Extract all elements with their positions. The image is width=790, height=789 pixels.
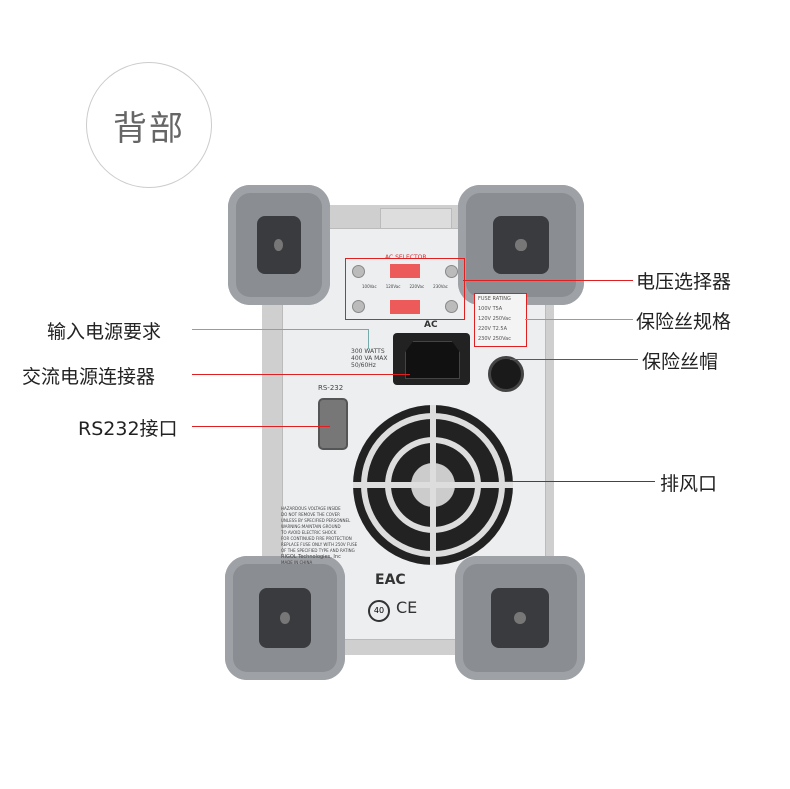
callout-ac-connector: 交流电源连接器 (22, 366, 156, 388)
power-spec-line: 400 VA MAX (351, 355, 388, 362)
fuse-value: 250Vac (492, 336, 511, 342)
callout-line (368, 329, 369, 349)
callout-line (510, 359, 638, 360)
voltage-option: 100Vac (362, 284, 377, 289)
callout-line (192, 374, 410, 375)
warning-line: WARNING:MAINTAIN GROUND (281, 524, 341, 529)
voltage-option: 220Vac (409, 284, 425, 289)
callout-rs232: RS232接口 (78, 418, 178, 440)
fuse-voltage: 100V (478, 306, 491, 312)
rs232-port[interactable] (318, 398, 348, 450)
callout-input-power: 输入电源要求 (47, 321, 162, 343)
bumper-top-left (228, 185, 330, 305)
warning-line: REPLACE FUSE ONLY WITH 250V FUSE (281, 542, 358, 547)
callout-fuse-spec: 保险丝规格 (636, 311, 732, 333)
callout-line (463, 280, 633, 281)
view-badge: 背部 (86, 62, 212, 188)
fuse-value: T5A (492, 306, 503, 312)
rs232-port-label: RS-232 (318, 384, 344, 392)
callout-line (192, 426, 330, 427)
power-spec-line: 300 WATTS (351, 348, 385, 355)
voltage-option: 230Vac (433, 284, 448, 289)
epup-mark: 40 (368, 600, 390, 622)
bumper-bottom-left (225, 556, 345, 680)
callout-fuse-cap: 保险丝帽 (642, 351, 719, 373)
warning-line: UNLESS BY SPECIFIED PERSONNEL (281, 518, 351, 523)
warning-line: DO NOT REMOVE THE COVER (281, 512, 340, 517)
fuse-voltage: 120V (478, 316, 491, 322)
callout-vent: 排风口 (660, 473, 718, 495)
ac-power-inlet[interactable] (393, 333, 470, 385)
voltage-selector[interactable]: 100Vac 120Vac 220Vac 230Vac (345, 258, 465, 320)
warning-text: HAZARDOUS VOLTAGE INSIDE DO NOT REMOVE T… (281, 506, 357, 566)
warning-line: TO AVOID ELECTRIC SHOCK (281, 530, 337, 535)
bumper-top-right (458, 185, 584, 305)
brand-text: RIGOL Technologies, Inc (281, 554, 341, 560)
fuse-cap[interactable] (488, 356, 524, 392)
fuse-rating-table: FUSE RATING 100V T5A 120V 250Vac 220V T2… (474, 293, 527, 347)
power-spec: 300 WATTS 400 VA MAX 50/60Hz (351, 348, 387, 369)
warning-line: OF THE SPECIFIED TYPE AND RATING (281, 548, 355, 553)
warning-line: FOR CONTINUED FIRE PROTECTION (281, 536, 352, 541)
warning-line: HAZARDOUS VOLTAGE INSIDE (281, 506, 341, 511)
callout-line (505, 481, 655, 482)
fuse-voltage: 230V (478, 336, 491, 342)
made-in-text: MADE IN CHINA (281, 560, 313, 565)
eac-mark: EAC (375, 572, 406, 588)
fuse-voltage: 220V (478, 326, 491, 332)
callout-line (525, 319, 633, 320)
ac-selector-label: AC SELECTOR (385, 254, 427, 261)
fuse-rating-title: FUSE RATING (478, 296, 511, 302)
ac-label: AC (424, 320, 438, 330)
voltage-option: 120Vac (385, 284, 401, 289)
callout-voltage-selector: 电压选择器 (636, 271, 732, 293)
bumper-bottom-right (455, 556, 585, 680)
fuse-value: 250Vac (492, 316, 511, 322)
callout-line (192, 329, 368, 330)
ce-mark: CE (396, 598, 418, 617)
top-handle (380, 208, 452, 230)
fuse-value: T2.5A (492, 326, 507, 332)
ventilation-fan (353, 405, 513, 565)
power-spec-line: 50/60Hz (351, 362, 376, 369)
